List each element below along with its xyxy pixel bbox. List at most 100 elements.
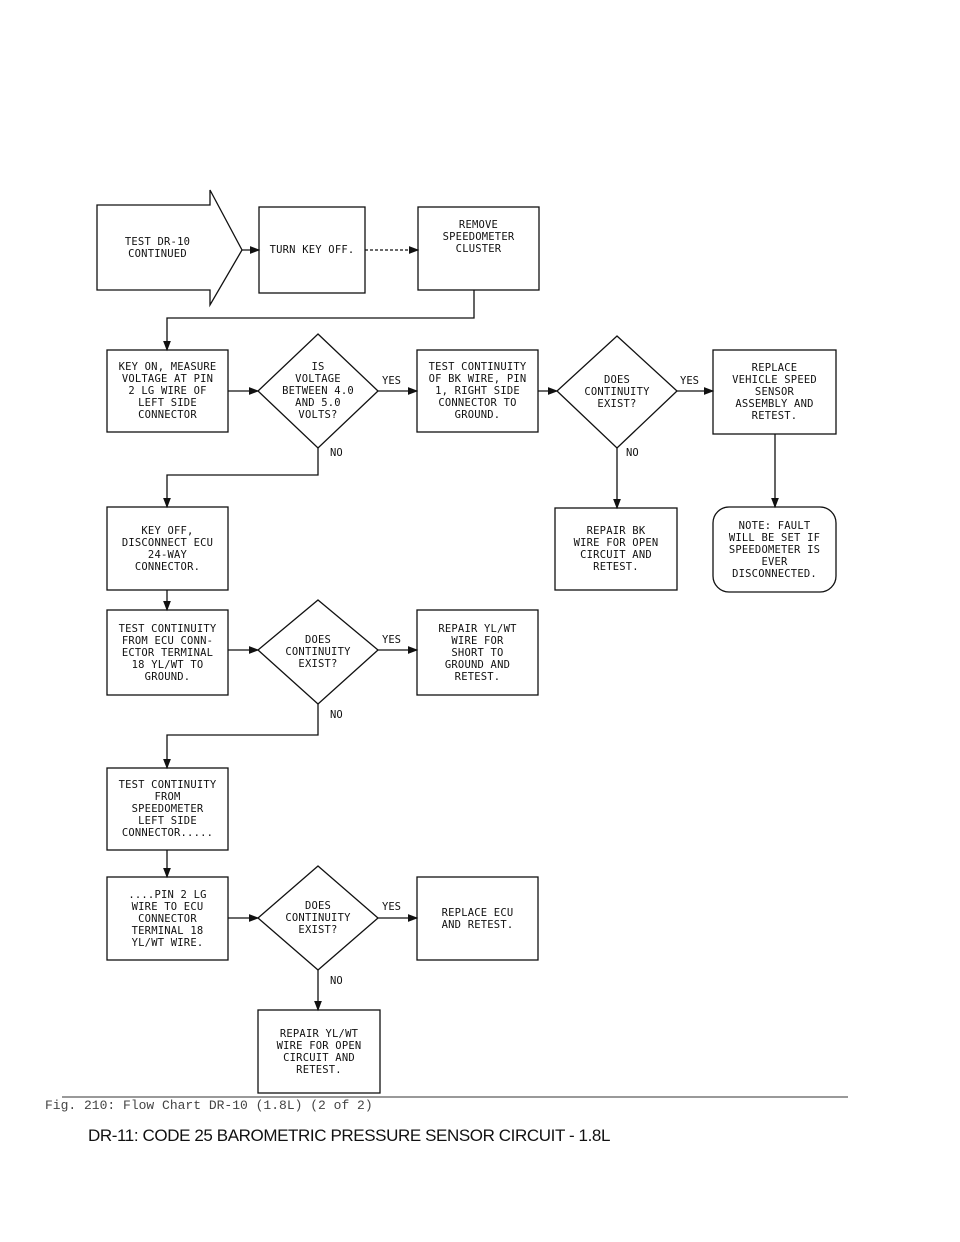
node-text-line: FROM ECU CONN- bbox=[121, 634, 214, 647]
node-text-line: DOES bbox=[603, 374, 631, 386]
node-text-line: VEHICLE SPEED bbox=[732, 374, 817, 386]
start-arrow-shape bbox=[96, 189, 243, 308]
node-text-line: GROUND AND bbox=[444, 658, 511, 671]
node-text-line: EXIST? bbox=[597, 398, 637, 410]
node-text-line: YL/WT WIRE. bbox=[131, 936, 204, 949]
node-turn-key-off: TURN KEY OFF. bbox=[259, 207, 365, 293]
node-text-line: REPLACE bbox=[751, 362, 798, 374]
node-text-line: CIRCUIT AND bbox=[283, 1051, 355, 1064]
node-text-line: SPEEDOMETER IS bbox=[728, 543, 821, 556]
node-text-line: REPAIR YL/WT bbox=[438, 622, 517, 635]
node-text-line: VOLTAGE AT PIN bbox=[121, 373, 214, 385]
node-text-line: EXIST? bbox=[298, 658, 338, 670]
node-text-line: TURN KEY OFF. bbox=[269, 244, 355, 256]
node-text-line: LEFT SIDE bbox=[138, 397, 197, 409]
node-text-line: VOLTS? bbox=[298, 409, 338, 421]
node-text-line: NOTE: FAULT bbox=[738, 519, 811, 532]
yes-label: YES bbox=[382, 634, 401, 646]
node-text-line: CONNECTOR TO bbox=[438, 397, 517, 409]
node-text-line: CONTINUED bbox=[128, 247, 187, 260]
node-text-line: TERMINAL 18 bbox=[131, 924, 204, 937]
node-text-line: DOES bbox=[304, 634, 332, 646]
node-text-line: RETEST. bbox=[593, 561, 639, 573]
node-text-line: 24-WAY bbox=[147, 548, 188, 561]
node-text-line: AND 5.0 bbox=[295, 397, 341, 409]
node-text-line: SENSOR bbox=[754, 386, 795, 398]
node-text-line: ECTOR TERMINAL bbox=[121, 646, 214, 659]
node-text-line: REPAIR BK bbox=[586, 525, 646, 537]
node-text-line: CONNECTOR bbox=[138, 409, 197, 421]
node-text-line: TEST CONTINUITY bbox=[428, 361, 527, 373]
node-text-line: EXIST? bbox=[298, 924, 338, 936]
section-heading: DR-11: CODE 25 BAROMETRIC PRESSURE SENSO… bbox=[88, 1126, 611, 1145]
yes-label: YES bbox=[382, 901, 401, 913]
node-text-line: 18 YL/WT TO bbox=[131, 658, 204, 671]
node-text-line: ....PIN 2 LG bbox=[128, 888, 207, 901]
node-text-line: CLUSTER bbox=[455, 243, 502, 255]
node-text-line: REMOVE bbox=[458, 219, 499, 231]
node-text-line: WIRE FOR OPEN bbox=[573, 537, 659, 549]
node-text-line: CONNECTOR..... bbox=[121, 827, 214, 839]
figure-caption: Fig. 210: Flow Chart DR-10 (1.8L) (2 of … bbox=[45, 1098, 373, 1113]
node-text-line: RETEST. bbox=[296, 1063, 342, 1076]
node-text-line: DISCONNECT ECU bbox=[121, 536, 214, 549]
node-text-line: SPEEDOMETER bbox=[442, 231, 515, 243]
node-text-line: KEY ON, MEASURE bbox=[118, 361, 217, 373]
node-text-line: DOES bbox=[304, 900, 332, 912]
node-text-line: CIRCUIT AND bbox=[580, 549, 652, 561]
node-text-line: CONTINUITY bbox=[584, 386, 650, 398]
node-text-line: CONTINUITY bbox=[285, 912, 351, 924]
node-text-line: ASSEMBLY AND bbox=[735, 398, 814, 410]
no-label: NO bbox=[330, 447, 343, 459]
node-text-line: CONTINUITY bbox=[285, 646, 351, 658]
node-text-line: REPAIR YL/WT bbox=[279, 1027, 359, 1040]
node-text-line: GROUND. bbox=[144, 670, 191, 683]
node-text-line: CONNECTOR. bbox=[134, 560, 201, 573]
node-text-line: SHORT TO bbox=[451, 646, 504, 659]
node-text-line: TEST CONTINUITY bbox=[118, 779, 217, 791]
node-text-line: EVER bbox=[761, 555, 788, 568]
no-label: NO bbox=[626, 447, 639, 459]
node-text-line: WIRE TO ECU bbox=[131, 900, 204, 913]
node-text-line: OF BK WIRE, PIN bbox=[428, 373, 527, 385]
node-text-line: 2 LG WIRE OF bbox=[128, 385, 207, 397]
node-text-line: AND RETEST. bbox=[441, 918, 514, 931]
node-text-line: WIRE FOR OPEN bbox=[276, 1039, 362, 1052]
yes-label: YES bbox=[382, 375, 401, 387]
node-text-line: GROUND. bbox=[454, 409, 501, 421]
node-text-line: WILL BE SET IF bbox=[728, 531, 821, 544]
node-text-line: 1, RIGHT SIDE bbox=[435, 385, 520, 397]
node-text-line: REPLACE ECU bbox=[441, 906, 514, 919]
yes-label: YES bbox=[680, 375, 699, 387]
node-text-line: DISCONNECTED. bbox=[732, 567, 817, 580]
node-text-line: SPEEDOMETER bbox=[131, 803, 204, 815]
node-text-line: IS bbox=[311, 361, 325, 373]
node-text-line: RETEST. bbox=[454, 670, 501, 683]
node-text-line: TEST DR-10 bbox=[124, 235, 191, 248]
node-text-line: KEY OFF, bbox=[141, 524, 194, 537]
node-text-line: TEST CONTINUITY bbox=[118, 622, 217, 635]
node-text-line: VOLTAGE bbox=[295, 373, 341, 385]
node-text-line: LEFT SIDE bbox=[138, 815, 197, 827]
node-text-line: BETWEEN 4.0 bbox=[282, 385, 354, 397]
node-text-line: CONNECTOR bbox=[138, 912, 197, 925]
